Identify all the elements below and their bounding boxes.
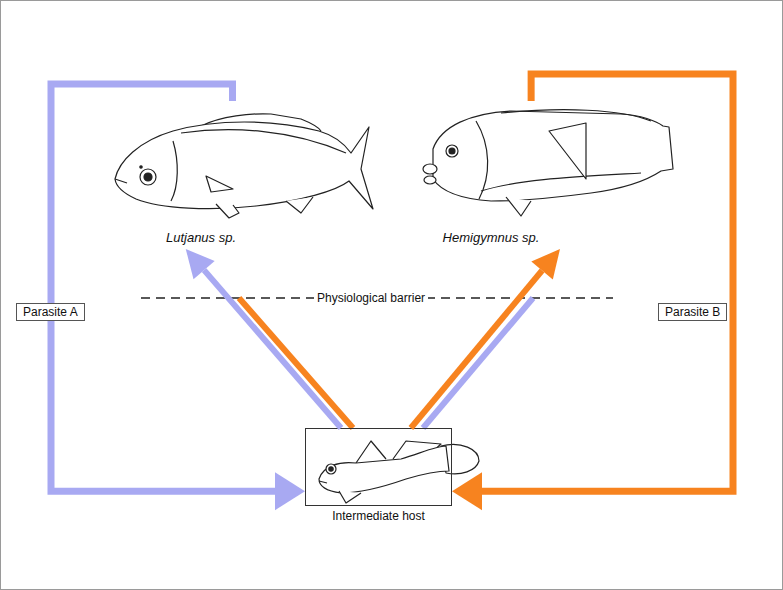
snapper-drawing (115, 114, 373, 218)
arrow-line (482, 74, 733, 491)
parasite-label: Parasite A (16, 303, 85, 321)
fish-node: Hemigymnus sp. (406, 101, 681, 249)
barrier-label: Physiological barrier (314, 291, 428, 305)
arrow-line (411, 271, 542, 428)
arrow-head (531, 249, 560, 279)
species-label: Hemigymnus sp. (416, 230, 566, 245)
transmission-arrow (452, 74, 733, 510)
arrow-head (452, 472, 482, 510)
transmission-arrow (186, 249, 341, 428)
arrow-line (51, 84, 275, 491)
arrow-head (275, 472, 305, 510)
species-label: Lutjanus sp. (136, 230, 266, 245)
fish-node: Lutjanus sp. (106, 101, 381, 249)
wrasse-drawing (423, 110, 673, 216)
blocked-path (239, 298, 353, 428)
goby-drawing (319, 441, 479, 503)
transmission-arrow (411, 249, 560, 428)
parasite-label: Parasite B (658, 303, 727, 321)
host-label: Intermediate host (332, 509, 425, 523)
blocked-path (423, 298, 533, 428)
host-box: Intermediate host (305, 428, 452, 506)
arrow-head (186, 249, 215, 279)
transmission-arrow (51, 84, 305, 510)
